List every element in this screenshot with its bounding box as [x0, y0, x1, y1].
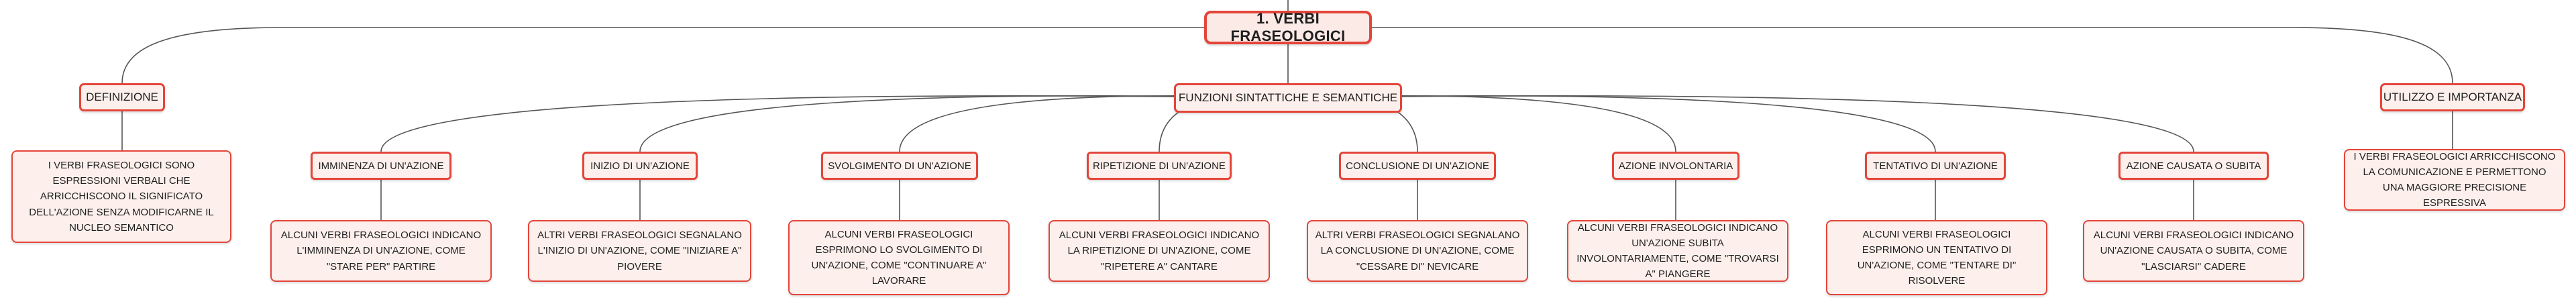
leaf-text: ALTRI VERBI FRASEOLOGICI SEGNALANO L'INI…	[537, 229, 742, 272]
leaf-definizione[interactable]: I VERBI FRASEOLOGICI SONO ESPRESSIONI VE…	[11, 150, 231, 243]
topic-definizione[interactable]: DEFINIZIONE	[79, 83, 165, 111]
branch-causata[interactable]: AZIONE CAUSATA O SUBITA	[2118, 152, 2269, 180]
branch-label: TENTATIVO DI UN'AZIONE	[1873, 160, 1998, 172]
topic-label: UTILIZZO E IMPORTANZA	[2383, 91, 2522, 103]
branch-label: IMMINENZA DI UN'AZIONE	[318, 160, 444, 172]
leaf-text: I VERBI FRASEOLOGICI SONO ESPRESSIONI VE…	[29, 159, 214, 234]
leaf-text: ALCUNI VERBI FRASEOLOGICI INDICANO UN'AZ…	[2093, 229, 2294, 272]
leaf-text: I VERBI FRASEOLOGICI ARRICCHISCONO LA CO…	[2353, 150, 2556, 209]
root-node[interactable]: 1. VERBI FRASEOLOGICI	[1204, 10, 1372, 44]
branch-conclusione[interactable]: CONCLUSIONE DI UN'AZIONE	[1339, 152, 1496, 180]
leaf-svolgimento[interactable]: ALCUNI VERBI FRASEOLOGICI ESPRIMONO LO S…	[788, 220, 1010, 295]
branch-imminenza[interactable]: IMMINENZA DI UN'AZIONE	[311, 152, 451, 180]
leaf-text: ALTRI VERBI FRASEOLOGICI SEGNALANO LA CO…	[1315, 229, 1520, 272]
link-funzioni-branch	[1287, 95, 2194, 152]
leaf-text: ALCUNI VERBI FRASEOLOGICI INDICANO L'IMM…	[280, 229, 482, 272]
branch-label: SVOLGIMENTO DI UN'AZIONE	[828, 160, 971, 172]
link-root-utilizzo	[1372, 27, 2453, 84]
branch-label: RIPETIZIONE DI UN'AZIONE	[1093, 160, 1226, 172]
branch-ripetizione[interactable]: RIPETIZIONE DI UN'AZIONE	[1087, 152, 1232, 180]
branch-label: INIZIO DI UN'AZIONE	[590, 160, 690, 172]
branch-inizio[interactable]: INIZIO DI UN'AZIONE	[582, 152, 698, 180]
leaf-text: ALCUNI VERBI FRASEOLOGICI ESPRIMONO LO S…	[811, 228, 987, 287]
branch-tentativo[interactable]: TENTATIVO DI UN'AZIONE	[1865, 152, 2006, 180]
branch-involontaria[interactable]: AZIONE INVOLONTARIA	[1612, 152, 1739, 180]
leaf-tentativo[interactable]: ALCUNI VERBI FRASEOLOGICI ESPRIMONO UN T…	[1826, 220, 2047, 295]
leaf-utilizzo[interactable]: I VERBI FRASEOLOGICI ARRICCHISCONO LA CO…	[2344, 149, 2565, 211]
topic-label: DEFINIZIONE	[86, 91, 158, 103]
topic-utilizzo[interactable]: UTILIZZO E IMPORTANZA	[2380, 83, 2525, 111]
branch-label: AZIONE CAUSATA O SUBITA	[2126, 160, 2261, 172]
branch-svolgimento[interactable]: SVOLGIMENTO DI UN'AZIONE	[821, 152, 978, 180]
branch-label: CONCLUSIONE DI UN'AZIONE	[1346, 160, 1489, 172]
topic-label: FUNZIONI SINTATTICHE E SEMANTICHE	[1178, 91, 1398, 104]
leaf-ripetizione[interactable]: ALCUNI VERBI FRASEOLOGICI INDICANO LA RI…	[1049, 220, 1270, 282]
leaf-inizio[interactable]: ALTRI VERBI FRASEOLOGICI SEGNALANO L'INI…	[528, 220, 751, 282]
leaf-text: ALCUNI VERBI FRASEOLOGICI ESPRIMONO UN T…	[1857, 228, 2017, 287]
link-funzioni-branch	[380, 95, 1289, 152]
leaf-imminenza[interactable]: ALCUNI VERBI FRASEOLOGICI INDICANO L'IMM…	[270, 220, 492, 282]
leaf-causata[interactable]: ALCUNI VERBI FRASEOLOGICI INDICANO UN'AZ…	[2083, 220, 2304, 282]
leaf-conclusione[interactable]: ALTRI VERBI FRASEOLOGICI SEGNALANO LA CO…	[1307, 220, 1528, 282]
root-label: 1. VERBI FRASEOLOGICI	[1230, 10, 1346, 44]
topic-funzioni[interactable]: FUNZIONI SINTATTICHE E SEMANTICHE	[1174, 83, 1402, 113]
branch-label: AZIONE INVOLONTARIA	[1618, 160, 1733, 172]
link-root-definizione	[121, 27, 1204, 84]
leaf-text: ALCUNI VERBI FRASEOLOGICI INDICANO UN'AZ…	[1576, 221, 1779, 280]
leaf-text: ALCUNI VERBI FRASEOLOGICI INDICANO LA RI…	[1059, 229, 1260, 272]
leaf-involontaria[interactable]: ALCUNI VERBI FRASEOLOGICI INDICANO UN'AZ…	[1567, 220, 1788, 282]
